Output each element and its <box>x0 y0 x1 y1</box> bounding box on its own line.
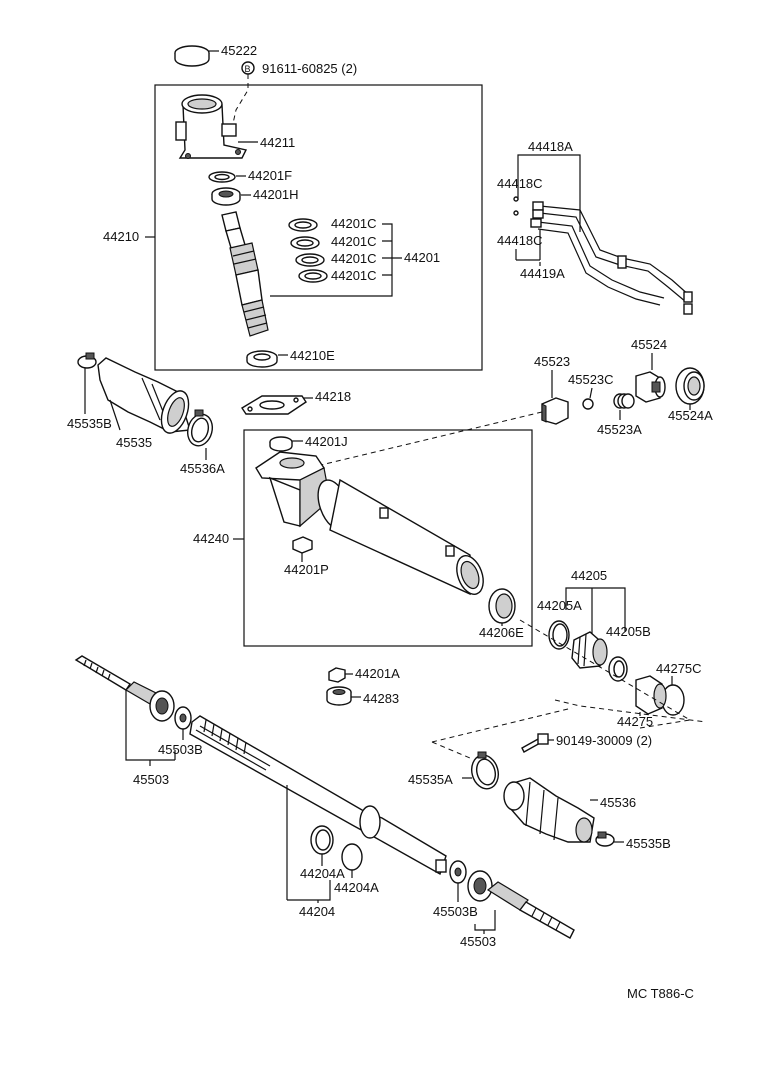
part-44210E-seal <box>246 350 278 368</box>
part-45524A-lock-nut <box>675 367 705 405</box>
label-44210: 44210 <box>103 229 139 244</box>
label-44201C-3: 44201C <box>331 251 377 266</box>
part-44201P-plug <box>292 536 313 554</box>
label-45523A: 45523A <box>597 422 642 437</box>
part-45523C-clip <box>582 398 594 410</box>
label-44201H: 44201H <box>253 187 299 202</box>
label-44218: 44218 <box>315 389 351 404</box>
label-45524A: 45524A <box>668 408 713 423</box>
part-45503B-washer-left <box>174 706 192 730</box>
part-45535B-clamp-2 <box>595 831 615 847</box>
label-45503-1: 45503 <box>133 772 169 787</box>
label-45523C: 45523C <box>568 372 614 387</box>
label-44201C-2: 44201C <box>331 234 377 249</box>
label-45535A: 45535A <box>408 772 453 787</box>
part-44201H-bearing <box>211 187 241 206</box>
label-45503B-2: 45503B <box>433 904 478 919</box>
label-44275C: 44275C <box>656 661 702 676</box>
label-44201C-4: 44201C <box>331 268 377 283</box>
label-45222: 45222 <box>221 43 257 58</box>
label-44283: 44283 <box>363 691 399 706</box>
label-90149-30009: 90149-30009 (2) <box>556 733 652 748</box>
part-45535-boot <box>97 357 191 434</box>
rack-housing-frame <box>243 429 533 647</box>
label-44205B: 44205B <box>606 624 651 639</box>
label-44275: 44275 <box>617 714 653 729</box>
label-45535: 45535 <box>116 435 152 450</box>
label-45524: 45524 <box>631 337 667 352</box>
part-44201C-seal-3 <box>295 253 325 267</box>
label-44204: 44204 <box>299 904 335 919</box>
label-44201: 44201 <box>404 250 440 265</box>
label-44418C-2: 44418C <box>497 233 543 248</box>
part-45503-tie-rod-left <box>74 655 175 722</box>
part-44211-valve-housing <box>175 94 248 159</box>
label-45536: 45536 <box>600 795 636 810</box>
part-44201C-seal-2 <box>290 236 320 250</box>
part-44201C-seal-1 <box>288 218 318 232</box>
part-45523-end-stopper <box>541 397 569 425</box>
part-44201A-nut <box>328 667 346 683</box>
label-44204A-1: 44204A <box>300 866 345 881</box>
part-44204A-seal-2 <box>341 843 363 871</box>
part-44205B-seal <box>608 656 628 682</box>
label-44210E: 44210E <box>290 348 335 363</box>
part-44205A-ring <box>548 620 570 650</box>
part-44205-cylinder-end-stopper <box>571 631 608 669</box>
label-91611-60825: 91611-60825 (2) <box>262 61 357 76</box>
housing-assembly-frame <box>154 84 483 371</box>
label-44201A: 44201A <box>355 666 400 681</box>
label-44240: 44240 <box>193 531 229 546</box>
label-44205A: 44205A <box>537 598 582 613</box>
part-45536A-clamp <box>186 409 214 447</box>
part-45535B-clamp <box>77 352 97 369</box>
label-45503-2: 45503 <box>460 934 496 949</box>
label-44418C-1: 44418C <box>497 176 543 191</box>
label-44201F: 44201F <box>248 168 292 183</box>
label-44201P: 44201P <box>284 562 329 577</box>
label-44204A-2: 44204A <box>334 880 379 895</box>
part-44275-cylinder-end-stopper <box>635 675 667 715</box>
label-44201J: 44201J <box>305 434 348 449</box>
part-90149-bolt <box>521 733 549 753</box>
label-45503B-1: 45503B <box>158 742 203 757</box>
label-44418A: 44418A <box>528 139 573 154</box>
label-45535B-1: 45535B <box>67 416 112 431</box>
part-44218-gasket <box>241 395 307 415</box>
label-44211: 44211 <box>260 135 295 150</box>
label-44201C-1: 44201C <box>331 216 377 231</box>
part-44201J-seal <box>269 436 293 452</box>
part-44206E-bushing <box>488 588 516 624</box>
part-45524-adjusting-screw <box>635 371 666 403</box>
part-44283-grommet <box>326 686 352 706</box>
label-44419A: 44419A <box>520 266 565 281</box>
part-pressure-tubes <box>530 201 693 315</box>
part-44201F-ring <box>208 171 236 183</box>
part-pinion-valve-shaft <box>221 211 269 337</box>
part-45503B-washer-right <box>449 860 467 884</box>
part-44201C-seal-4 <box>298 269 328 283</box>
label-44205: 44205 <box>571 568 607 583</box>
part-45535A-clamp <box>470 751 500 790</box>
part-45222-cap <box>174 45 210 67</box>
label-45523: 45523 <box>534 354 570 369</box>
part-45503-tie-rod-right <box>467 870 575 939</box>
part-45536-boot <box>503 777 595 843</box>
part-45523A-spring <box>613 393 635 409</box>
part-44204A-seal-1 <box>310 825 334 855</box>
label-45536A: 45536A <box>180 461 225 476</box>
label-45535B-2: 45535B <box>626 836 671 851</box>
part-44204-steering-rack <box>189 715 447 876</box>
figure-code: MC T886-C <box>627 986 694 1001</box>
badge-letter: B <box>245 64 251 74</box>
label-44206E: 44206E <box>479 625 524 640</box>
part-44240-rack-housing <box>255 451 484 596</box>
